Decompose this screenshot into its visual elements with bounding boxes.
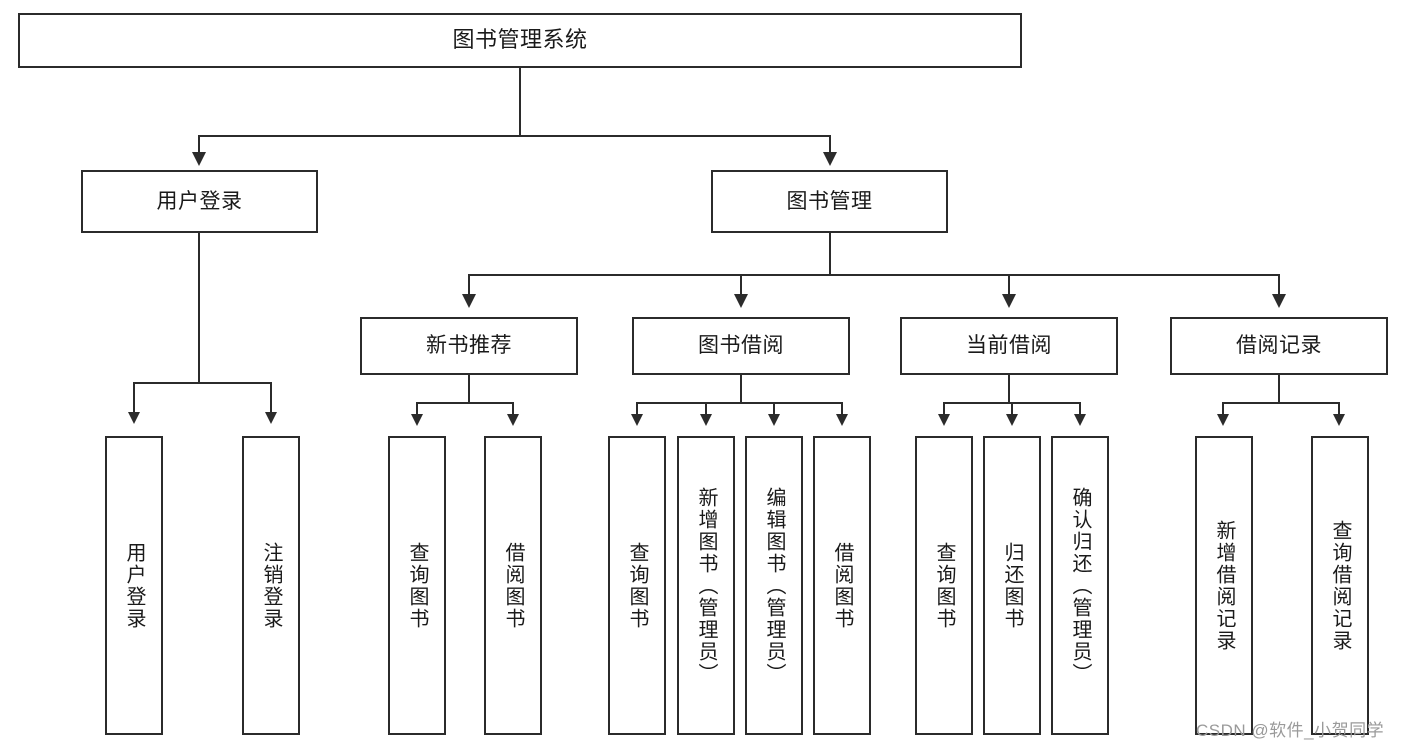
node-leaf-borrow-book-2[interactable]: 借阅图书 xyxy=(813,436,871,735)
connector-bb-stub-1 xyxy=(636,402,638,416)
connector-nbr-bus xyxy=(416,402,514,404)
connector-to-user-login xyxy=(198,135,200,155)
connector-to-book-management xyxy=(829,135,831,155)
connector-br-stub-1 xyxy=(1222,402,1224,416)
node-leaf-add-borrow-record[interactable]: 新增借阅记录 xyxy=(1195,436,1253,735)
node-label: 借阅图书 xyxy=(831,541,853,630)
arrowhead-leaf-query-book-1 xyxy=(411,414,423,426)
node-label: 当前借阅 xyxy=(966,334,1052,358)
connector-level2-bus xyxy=(198,135,831,137)
node-leaf-query-book-3[interactable]: 查询图书 xyxy=(915,436,973,735)
connector-bb-bus xyxy=(636,402,842,404)
node-label: 确认归还（管理员） xyxy=(1069,486,1091,685)
node-leaf-confirm-return-admin[interactable]: 确认归还（管理员） xyxy=(1051,436,1109,735)
node-label: 用户登录 xyxy=(156,189,243,213)
arrowhead-user-login xyxy=(192,152,206,166)
connector-to-current-borrow xyxy=(1008,274,1010,296)
arrowhead-leaf-confirm-return-admin xyxy=(1074,414,1086,426)
node-leaf-query-borrow-record[interactable]: 查询借阅记录 xyxy=(1311,436,1369,735)
node-leaf-return-book[interactable]: 归还图书 xyxy=(983,436,1041,735)
connector-to-new-book-recommend xyxy=(468,274,470,296)
connector-bb-stub-3 xyxy=(773,402,775,416)
arrowhead-leaf-edit-book-admin xyxy=(768,414,780,426)
node-leaf-query-book-2[interactable]: 查询图书 xyxy=(608,436,666,735)
node-label: 借阅记录 xyxy=(1236,334,1322,358)
node-leaf-add-book-admin[interactable]: 新增图书（管理员） xyxy=(677,436,735,735)
node-leaf-edit-book-admin[interactable]: 编辑图书（管理员） xyxy=(745,436,803,735)
node-book-borrow[interactable]: 图书借阅 xyxy=(632,317,850,375)
node-label: 图书借阅 xyxy=(698,334,784,358)
arrowhead-borrow-record xyxy=(1272,294,1286,308)
connector-cb-trunk xyxy=(1008,375,1010,403)
node-leaf-logout-login[interactable]: 注销登录 xyxy=(242,436,300,735)
arrowhead-book-borrow xyxy=(734,294,748,308)
connector-root-trunk xyxy=(519,68,521,136)
node-current-borrow[interactable]: 当前借阅 xyxy=(900,317,1118,375)
arrowhead-leaf-borrow-book-2 xyxy=(836,414,848,426)
node-user-login[interactable]: 用户登录 xyxy=(81,170,318,233)
connector-level3-bus xyxy=(468,274,1280,276)
arrowhead-leaf-logout-login xyxy=(265,412,277,424)
csdn-watermark: CSDN @软件_小贺同学 xyxy=(1196,721,1385,740)
node-label: 借阅图书 xyxy=(502,541,524,630)
arrowhead-new-book-recommend xyxy=(462,294,476,308)
node-root-book-management-system[interactable]: 图书管理系统 xyxy=(18,13,1022,68)
node-book-management[interactable]: 图书管理 xyxy=(711,170,948,233)
connector-user-login-trunk xyxy=(198,233,200,383)
connector-cb-stub-1 xyxy=(943,402,945,416)
connector-nbr-stub-2 xyxy=(512,402,514,416)
node-label: 用户登录 xyxy=(123,541,145,630)
arrowhead-leaf-borrow-book-1 xyxy=(507,414,519,426)
node-label: 新增图书（管理员） xyxy=(695,486,717,685)
connector-to-book-borrow xyxy=(740,274,742,296)
connector-nbr-trunk xyxy=(468,375,470,403)
connector-bb-stub-4 xyxy=(841,402,843,416)
connector-bb-trunk xyxy=(740,375,742,403)
arrowhead-leaf-query-book-2 xyxy=(631,414,643,426)
arrowhead-book-management xyxy=(823,152,837,166)
node-borrow-record[interactable]: 借阅记录 xyxy=(1170,317,1388,375)
node-leaf-borrow-book-1[interactable]: 借阅图书 xyxy=(484,436,542,735)
connector-book-management-trunk xyxy=(829,233,831,275)
node-label: 查询图书 xyxy=(406,541,428,630)
node-label: 查询图书 xyxy=(933,541,955,630)
node-leaf-query-book-1[interactable]: 查询图书 xyxy=(388,436,446,735)
node-label: 归还图书 xyxy=(1001,541,1023,630)
connector-br-stub-2 xyxy=(1338,402,1340,416)
node-label: 查询借阅记录 xyxy=(1329,519,1351,652)
arrowhead-leaf-user-login xyxy=(128,412,140,424)
arrowhead-leaf-add-book-admin xyxy=(700,414,712,426)
connector-user-login-stub-1 xyxy=(133,382,135,414)
node-new-book-recommend[interactable]: 新书推荐 xyxy=(360,317,578,375)
connector-user-login-stub-2 xyxy=(270,382,272,414)
node-label: 图书管理 xyxy=(786,189,873,213)
connector-cb-stub-2 xyxy=(1011,402,1013,416)
connector-br-bus xyxy=(1222,402,1340,404)
connector-nbr-stub-1 xyxy=(416,402,418,416)
connector-to-borrow-record xyxy=(1278,274,1280,296)
arrowhead-leaf-return-book xyxy=(1006,414,1018,426)
arrowhead-current-borrow xyxy=(1002,294,1016,308)
node-label: 编辑图书（管理员） xyxy=(763,486,785,685)
arrowhead-leaf-query-borrow-record xyxy=(1333,414,1345,426)
arrowhead-leaf-add-borrow-record xyxy=(1217,414,1229,426)
node-label: 查询图书 xyxy=(626,541,648,630)
node-label: 注销登录 xyxy=(260,541,282,630)
connector-cb-stub-3 xyxy=(1079,402,1081,416)
node-label: 图书管理系统 xyxy=(452,27,588,53)
node-label: 新增借阅记录 xyxy=(1213,519,1235,652)
connector-bb-stub-2 xyxy=(705,402,707,416)
node-leaf-user-login[interactable]: 用户登录 xyxy=(105,436,163,735)
node-label: 新书推荐 xyxy=(426,334,512,358)
connector-user-login-bus xyxy=(133,382,271,384)
arrowhead-leaf-query-book-3 xyxy=(938,414,950,426)
connector-br-trunk xyxy=(1278,375,1280,403)
